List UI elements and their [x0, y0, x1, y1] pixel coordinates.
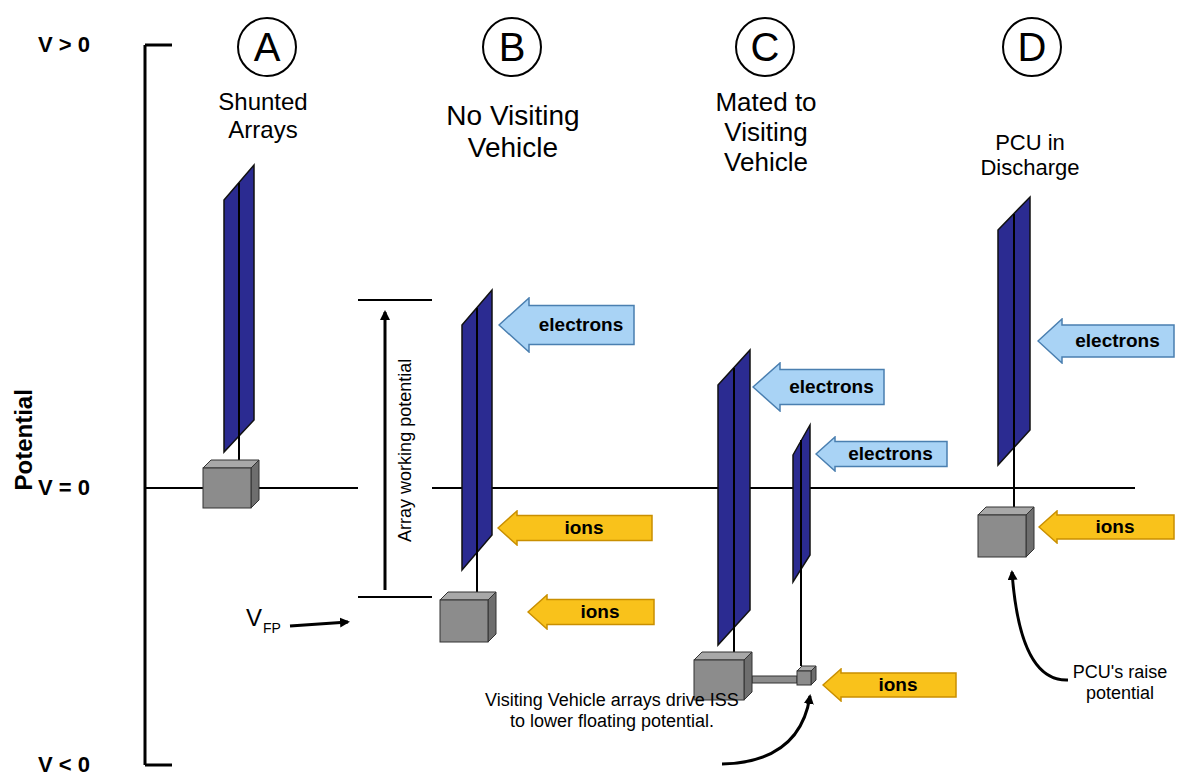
cube-side: [1026, 507, 1034, 557]
panel-letter-circle: B: [482, 17, 542, 77]
working-potential-arrow: [384, 312, 387, 590]
station-module: [440, 600, 488, 642]
panel-letter: B: [499, 27, 526, 67]
panel-letter-circle: C: [735, 17, 795, 77]
particle-label: ions: [878, 675, 917, 696]
bracket-tick: [358, 596, 432, 598]
particle-label: ions: [580, 602, 619, 623]
particle-flow-arrow: electrons: [815, 436, 948, 472]
label-text: V < 0: [38, 752, 138, 777]
particle-label: electrons: [848, 444, 932, 465]
array-mast: [238, 183, 240, 462]
panel-letter: A: [254, 27, 281, 67]
array-mast: [1013, 214, 1015, 510]
axis-tick: [145, 44, 172, 47]
station-module: [203, 468, 251, 508]
station-module: [978, 515, 1026, 557]
label-text: Mated to Visiting Vehicle: [691, 88, 841, 178]
arrow-text-box: ions: [519, 515, 649, 540]
particle-flow-arrow: ions: [527, 594, 655, 630]
cube-top: [694, 652, 752, 660]
arrow-text-box: ions: [843, 673, 953, 697]
label-text: FP: [263, 620, 293, 636]
cube-top: [203, 460, 259, 468]
panel-letter-circle: A: [237, 17, 297, 77]
array-mast: [800, 440, 802, 666]
label-text: V > 0: [38, 32, 138, 57]
cube-top: [440, 592, 496, 600]
particle-label: ions: [564, 518, 603, 539]
arrow-text-box: electrons: [1064, 325, 1171, 357]
panel-letter: C: [751, 27, 780, 67]
arrow-body: [528, 595, 654, 629]
particle-flow-arrow: electrons: [498, 297, 635, 353]
arrow-body: [753, 363, 884, 411]
label-text: No Visiting Vehicle: [443, 100, 583, 164]
visiting-vehicle: [797, 671, 811, 685]
particle-label: electrons: [1075, 331, 1159, 352]
cube-side: [744, 652, 752, 700]
particle-flow-arrow: ions: [822, 668, 957, 702]
arrow-body: [816, 437, 947, 471]
arrow-body: [823, 669, 956, 701]
particle-flow-arrow: ions: [497, 510, 653, 546]
vfp-pointer: [290, 622, 348, 626]
particle-flow-arrow: ions: [1038, 510, 1175, 544]
particle-flow-arrow: electrons: [1037, 318, 1175, 364]
arrow-body: [1038, 319, 1174, 363]
arrow-text-box: ions: [549, 599, 651, 624]
array-mast: [733, 368, 735, 654]
panel-letter-circle: D: [1002, 17, 1062, 77]
label-text: PCU in Discharge: [970, 130, 1090, 181]
cube-side: [811, 666, 816, 685]
arrow-body: [1039, 511, 1174, 543]
label-text: Potential: [10, 340, 38, 540]
label-text: Visiting Vehicle arrays drive ISS to low…: [476, 690, 748, 731]
arrow-body: [499, 298, 634, 352]
arrow-body: [498, 511, 652, 545]
particle-label: ions: [1095, 517, 1134, 538]
zero-line: [432, 487, 1135, 489]
cube-top: [978, 507, 1034, 515]
callout-leader: [1012, 572, 1068, 680]
docking-port: [752, 676, 797, 683]
arrow-text-box: electrons: [531, 305, 631, 344]
particle-label: electrons: [539, 315, 623, 336]
cube-side: [488, 592, 496, 642]
cube-side: [251, 460, 259, 508]
label-text: Array working potential: [395, 310, 416, 590]
panel-letter: D: [1018, 27, 1047, 67]
arrow-text-box: ions: [1059, 515, 1171, 539]
array-mast: [476, 308, 478, 595]
particle-flow-arrow: electrons: [752, 362, 885, 412]
bracket-tick: [358, 299, 432, 301]
label-text: V = 0: [38, 475, 138, 500]
arrow-text-box: electrons: [782, 370, 881, 405]
label-text: PCU's raise potential: [1066, 662, 1174, 703]
potential-axis: [144, 45, 147, 765]
particle-label: electrons: [789, 377, 873, 398]
arrow-text-box: electrons: [837, 441, 944, 466]
axis-tick: [145, 764, 172, 767]
label-text: Shunted Arrays: [203, 88, 323, 143]
